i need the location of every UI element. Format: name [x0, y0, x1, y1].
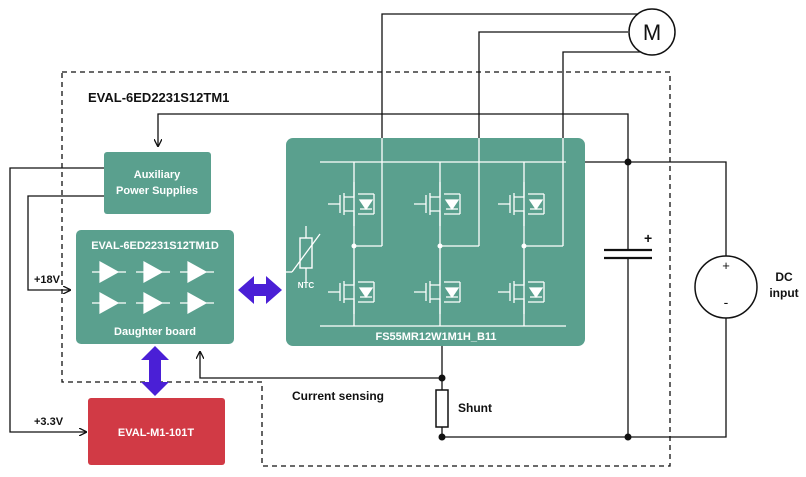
daughter-caption: Daughter board: [114, 326, 196, 338]
dc-input-label-2: input: [769, 286, 798, 300]
board-boundary: [61, 71, 671, 467]
current-sensing-label: Current sensing: [292, 389, 384, 403]
capacitor-plus: +: [644, 230, 652, 246]
v18-label: +18V: [34, 274, 61, 286]
dc-plus-bus: [585, 161, 727, 256]
shunt-resistor: Shunt: [435, 389, 492, 428]
power-module: NTC FS55MR12W1M1H_B11: [286, 138, 585, 346]
daughter-title: EVAL-6ED2231S12TM1D: [91, 240, 219, 252]
wiring: [9, 13, 727, 438]
mosfet-switches: [328, 182, 545, 314]
gate-driver-icons: [92, 260, 214, 315]
controller-label: EVAL-M1-101T: [118, 427, 194, 439]
dc-source-plus: +: [722, 258, 730, 273]
phase-v-wire: [478, 31, 628, 138]
v33-label: +3.3V: [34, 416, 64, 428]
aux-label-2: Power Supplies: [116, 185, 198, 197]
daughter-controller-link-arrow: [141, 346, 169, 396]
junctions: [438, 158, 632, 441]
current-sense-wire: [200, 352, 442, 379]
dc-minus-bus: [441, 318, 727, 438]
motor-symbol: M: [643, 20, 661, 45]
aux-power-block: Auxiliary Power Supplies: [104, 152, 211, 214]
shunt-label: Shunt: [458, 401, 492, 415]
aux-label-1: Auxiliary: [134, 169, 181, 181]
ntc-thermistor: NTC: [286, 233, 321, 290]
dc-link-capacitor: +: [604, 230, 652, 260]
v33-wire: [9, 167, 104, 432]
v18-wire: [27, 195, 104, 290]
controller-board: EVAL-M1-101T: [88, 398, 225, 465]
dc-input-label-1: DC: [775, 270, 793, 284]
dc-source-minus: -: [724, 294, 729, 310]
dc-source: + - DC input: [694, 255, 799, 319]
power-module-label: FS55MR12W1M1H_B11: [375, 331, 496, 343]
phase-w-wire: [562, 51, 640, 138]
aux-feed-wire: [158, 113, 629, 162]
board-title: EVAL-6ED2231S12TM1: [88, 90, 229, 105]
motor: M: [628, 8, 676, 56]
daughter-board: EVAL-6ED2231S12TM1D Daughter board: [76, 230, 234, 344]
ntc-label: NTC: [298, 281, 315, 290]
phase-u-wire: [381, 13, 638, 138]
daughter-module-link-arrow: [238, 276, 282, 304]
